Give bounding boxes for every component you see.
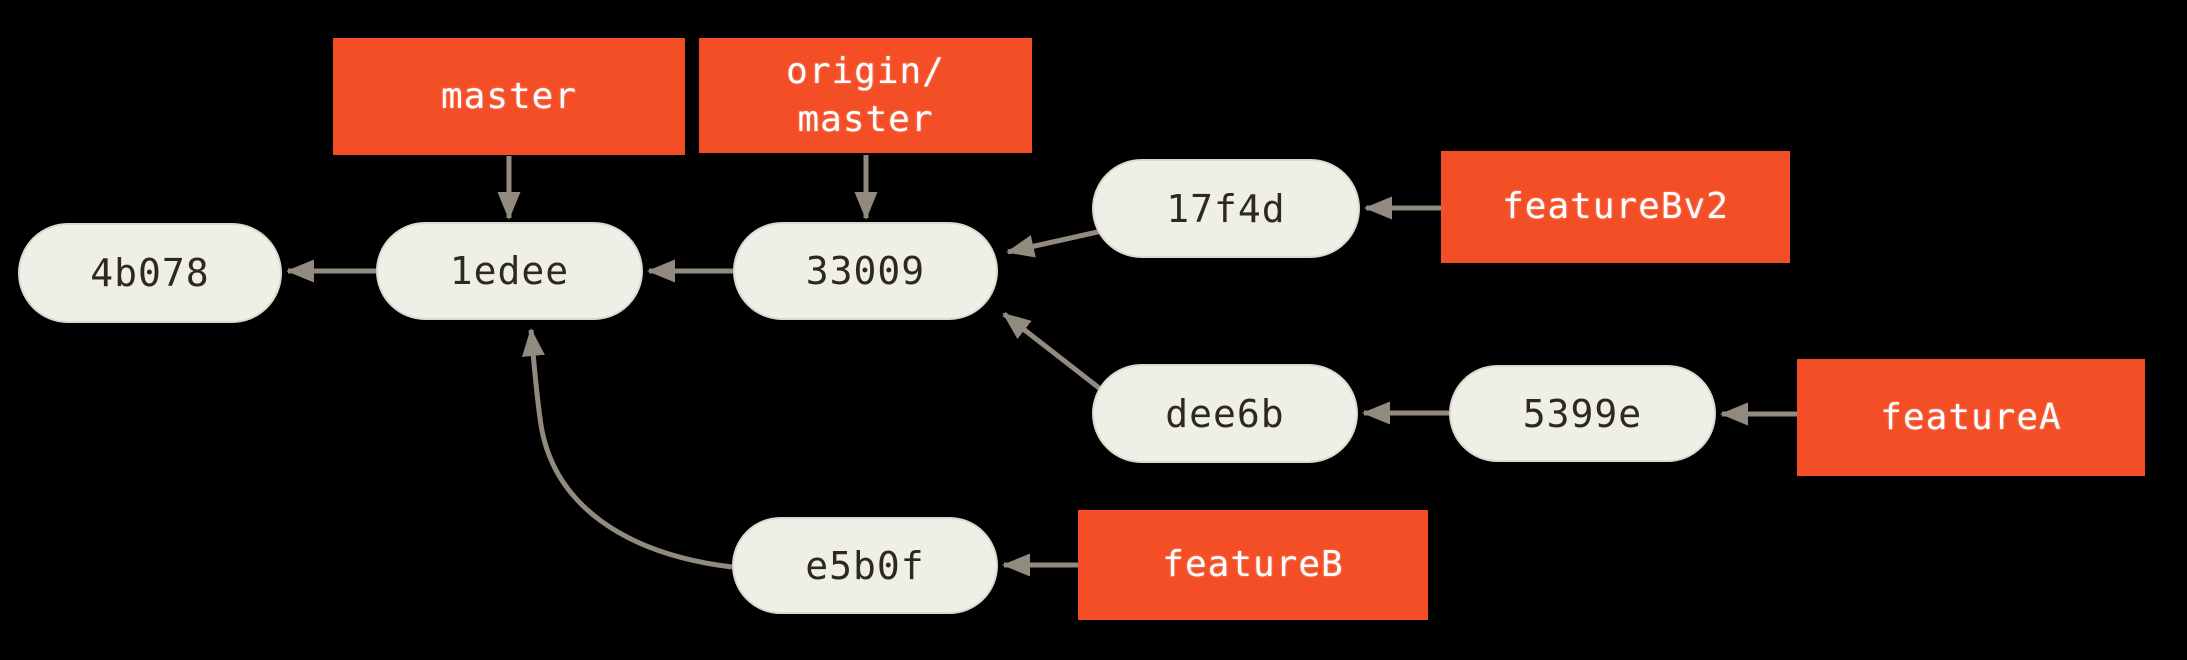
commit-node-dee6b: dee6b [1092,364,1358,463]
branch-label-master: master [333,38,685,155]
commit-node-e5b0f: e5b0f [732,517,998,614]
branch-label-featureA: featureA [1797,359,2145,476]
parent-arrow-17f4d-to-33009 [1006,228,1103,258]
commit-node-1edee: 1edee [376,222,643,320]
commit-node-17f4d: 17f4d [1092,159,1360,258]
branch-label-featureBv2: featureBv2 [1441,151,1790,263]
parent-arrow-dee6b-to-33009 [1002,312,1114,400]
commit-node-4b078: 4b078 [18,223,282,323]
commit-node-33009: 33009 [733,222,998,320]
commit-node-5399e: 5399e [1449,365,1716,462]
branch-label-featureB: featureB [1078,510,1428,620]
parent-arrow-e5b0f-to-1edee [521,328,733,570]
branch-label-origin-master: origin/ master [699,38,1032,153]
